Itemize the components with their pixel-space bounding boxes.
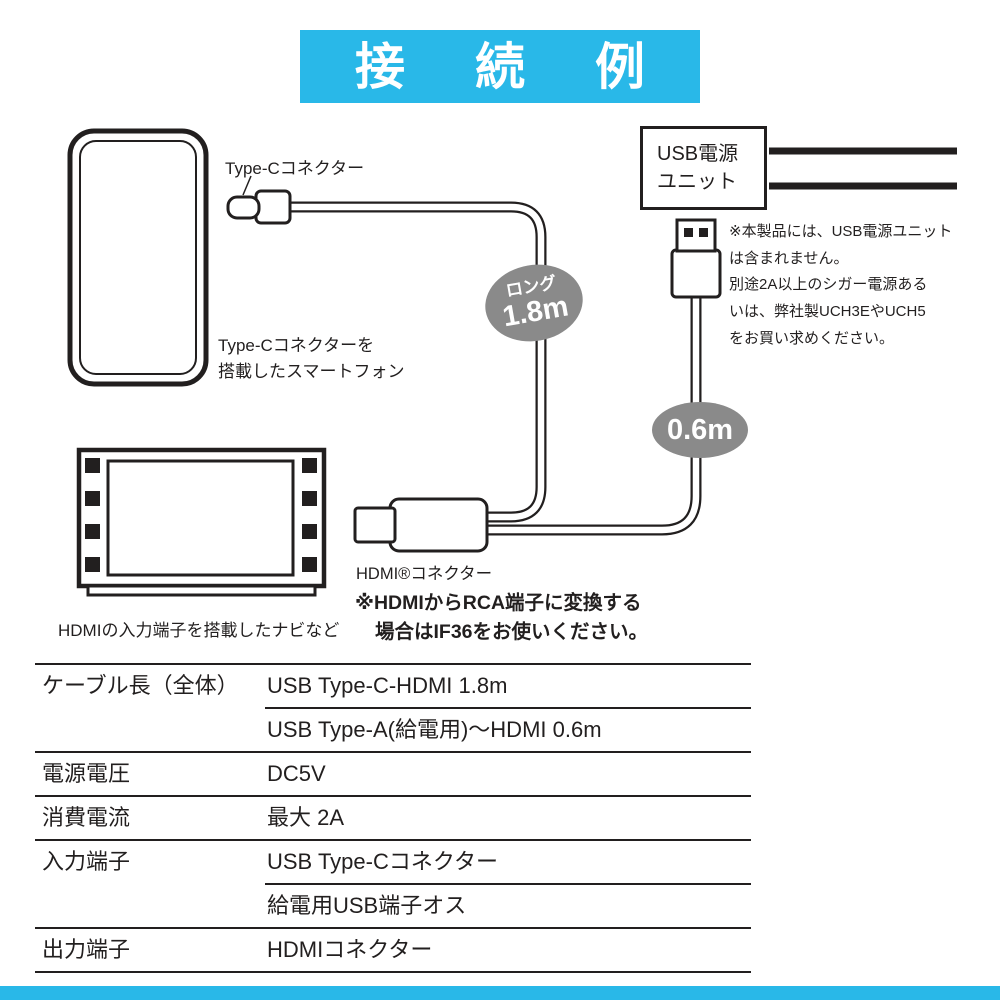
spec-label: ケーブル長（全体） (42, 673, 239, 698)
usba-contact-right (699, 228, 708, 237)
spec-row-output: 出力端子 HDMIコネクター (35, 927, 751, 971)
hdmi-rca-note-line2: 場合はIF36をお使いください。 (375, 621, 649, 644)
bottom-accent-bar (0, 986, 1000, 1000)
page-title: 接 続 例 (355, 38, 655, 95)
spec-row-cable-length: ケーブル長（全体） USB Type-C-HDMI 1.8m USB Type-… (35, 663, 751, 751)
typec-connector-label: Type-Cコネクター (225, 159, 365, 178)
header-banner: 接 続 例 (300, 30, 700, 103)
nav-mount-hole (85, 557, 100, 572)
cable-1-8m (287, 203, 545, 521)
typec-plug-tip (226, 195, 261, 220)
spec-row-voltage: 電源電圧 DC5V (35, 751, 751, 795)
usba-plug-body (670, 248, 722, 299)
nav-mount-hole (302, 557, 317, 572)
connection-diagram (67, 128, 957, 597)
smartphone-screen (79, 140, 197, 375)
smartphone-label: Type-Cコネクターを 搭載したスマートフォン (218, 336, 405, 382)
spec-value: DC5V (267, 761, 326, 786)
nav-mount-hole (302, 491, 317, 506)
typec-plug-body (254, 189, 292, 225)
nav-mount-hole (302, 458, 317, 473)
spec-value: USB Type-Cコネクター (267, 849, 498, 874)
spec-value: USB Type-C-HDMI 1.8m (267, 673, 508, 698)
nav-mount-hole (85, 491, 100, 506)
hdmi-rca-note: ※HDMIからRCA端子に変換する 場合はIF36をお使いください。 (355, 589, 648, 648)
spec-row-current: 消費電流 最大 2A (35, 795, 751, 839)
spec-value: USB Type-A(給電用)〜HDMI 0.6m (265, 707, 751, 751)
cable-length-badge-short: 0.6m (652, 402, 748, 458)
nav-mount-hole (85, 458, 100, 473)
spec-label: 入力端子 (42, 849, 131, 874)
nav-mount-hole (85, 524, 100, 539)
hdmi-plug-tip (353, 506, 397, 544)
hdmi-rca-note-line1: ※HDMIからRCA端子に変換する (355, 592, 642, 614)
usb-power-unit-box: USB電源 ユニット (640, 126, 767, 210)
hdmi-connector-label: HDMI®コネクター (356, 565, 493, 583)
badge-short-value: 0.6m (666, 413, 734, 446)
spec-table: ケーブル長（全体） USB Type-C-HDMI 1.8m USB Type-… (35, 663, 751, 973)
smartphone-body (67, 128, 209, 387)
nav-device-label: HDMIの入力端子を搭載したナビなど (58, 621, 340, 640)
spec-value: 給電用USB端子オス (265, 883, 751, 927)
nav-device-base (86, 584, 317, 597)
usb-power-unit-label: USB電源 ユニット (657, 143, 739, 193)
spec-label: 出力端子 (42, 937, 131, 962)
spec-value: 最大 2A (267, 805, 345, 830)
nav-device-screen (106, 459, 295, 577)
power-unit-note: ※本製品には、USB電源ユニット は含まれません。 別途2A以上のシガー電源ある… (729, 223, 953, 347)
spec-row-input: 入力端子 USB Type-Cコネクター 給電用USB端子オス (35, 839, 751, 927)
usba-plug-shield (675, 218, 717, 253)
usba-contact-left (684, 228, 693, 237)
hdmi-plug-body (388, 497, 489, 553)
typec-label-leader-line (242, 175, 252, 196)
spec-value: HDMIコネクター (267, 937, 433, 962)
spec-label: 電源電圧 (42, 761, 131, 786)
spec-label: 消費電流 (42, 805, 131, 830)
nav-mount-hole (302, 524, 317, 539)
cable-0-6m (468, 292, 700, 534)
